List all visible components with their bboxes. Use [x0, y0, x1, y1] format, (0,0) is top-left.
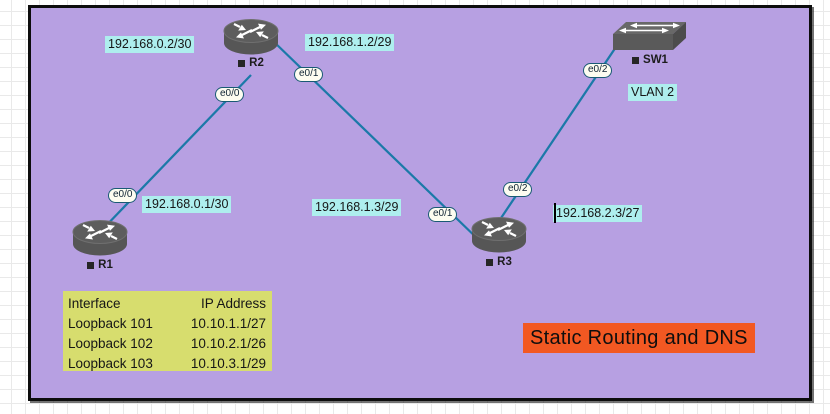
- node-marker-square: [87, 261, 95, 269]
- interface-badge-r1-e0-0[interactable]: e0/0: [108, 188, 138, 203]
- interface-badge-sw1-e0-2[interactable]: e0/2: [583, 63, 613, 78]
- node-label-sw1[interactable]: SW1: [613, 54, 687, 66]
- table-row: Loopback 101 10.10.1.1/27: [68, 314, 266, 334]
- table-header-row: Interface IP Address: [68, 294, 266, 314]
- interface-badge-r2-e0-0[interactable]: e0/0: [215, 87, 245, 102]
- node-label-r3[interactable]: R3: [471, 256, 527, 268]
- table-header-interface: Interface: [68, 296, 121, 311]
- interface-badge-r3-e0-2[interactable]: e0/2: [503, 182, 533, 197]
- ip-label-192-168-1-3[interactable]: 192.168.1.3/29: [312, 199, 402, 216]
- switch-sw1-icon[interactable]: [613, 21, 687, 51]
- table-cell-ip: 10.10.2.1/26: [190, 336, 266, 351]
- node-marker-square: [238, 59, 246, 67]
- interface-badge-r3-e0-1[interactable]: e0/1: [428, 207, 458, 222]
- table-cell-interface: Loopback 101: [68, 316, 153, 331]
- table-cell-interface: Loopback 103: [68, 356, 153, 371]
- text-caret: [554, 203, 556, 223]
- node-name-text: R3: [497, 256, 512, 268]
- interface-badge-r2-e0-1[interactable]: e0/1: [294, 67, 324, 82]
- router-r2-icon[interactable]: [223, 18, 279, 56]
- node-label-r2[interactable]: R2: [223, 57, 279, 69]
- table-row: Loopback 103 10.10.3.1/29: [68, 354, 266, 374]
- node-name-text: R2: [249, 57, 264, 69]
- loopback-table[interactable]: Interface IP Address Loopback 101 10.10.…: [63, 291, 272, 371]
- ip-label-192-168-0-2[interactable]: 192.168.0.2/30: [105, 36, 195, 53]
- ip-label-192-168-0-1[interactable]: 192.168.0.1/30: [142, 196, 232, 213]
- table-cell-interface: Loopback 102: [68, 336, 153, 351]
- node-marker-square: [632, 56, 640, 64]
- node-name-text: SW1: [643, 54, 668, 66]
- diagram-title[interactable]: Static Routing and DNS: [523, 323, 755, 353]
- router-r3-icon[interactable]: [471, 216, 527, 254]
- vlan-2-label[interactable]: VLAN 2: [628, 84, 678, 101]
- node-name-text: R1: [98, 259, 113, 271]
- ip-label-text: 192.168.2.3/27: [556, 206, 640, 220]
- router-r1-icon[interactable]: [72, 219, 128, 257]
- table-header-ip-address: IP Address: [200, 296, 266, 311]
- ip-label-192-168-1-2[interactable]: 192.168.1.2/29: [305, 34, 395, 51]
- ip-label-192-168-2-3[interactable]: 192.168.2.3/27: [553, 203, 643, 223]
- table-cell-ip: 10.10.1.1/27: [190, 316, 266, 331]
- table-row: Loopback 102 10.10.2.1/26: [68, 334, 266, 354]
- table-cell-ip: 10.10.3.1/29: [190, 356, 266, 371]
- node-marker-square: [486, 258, 494, 266]
- node-label-r1[interactable]: R1: [72, 259, 128, 271]
